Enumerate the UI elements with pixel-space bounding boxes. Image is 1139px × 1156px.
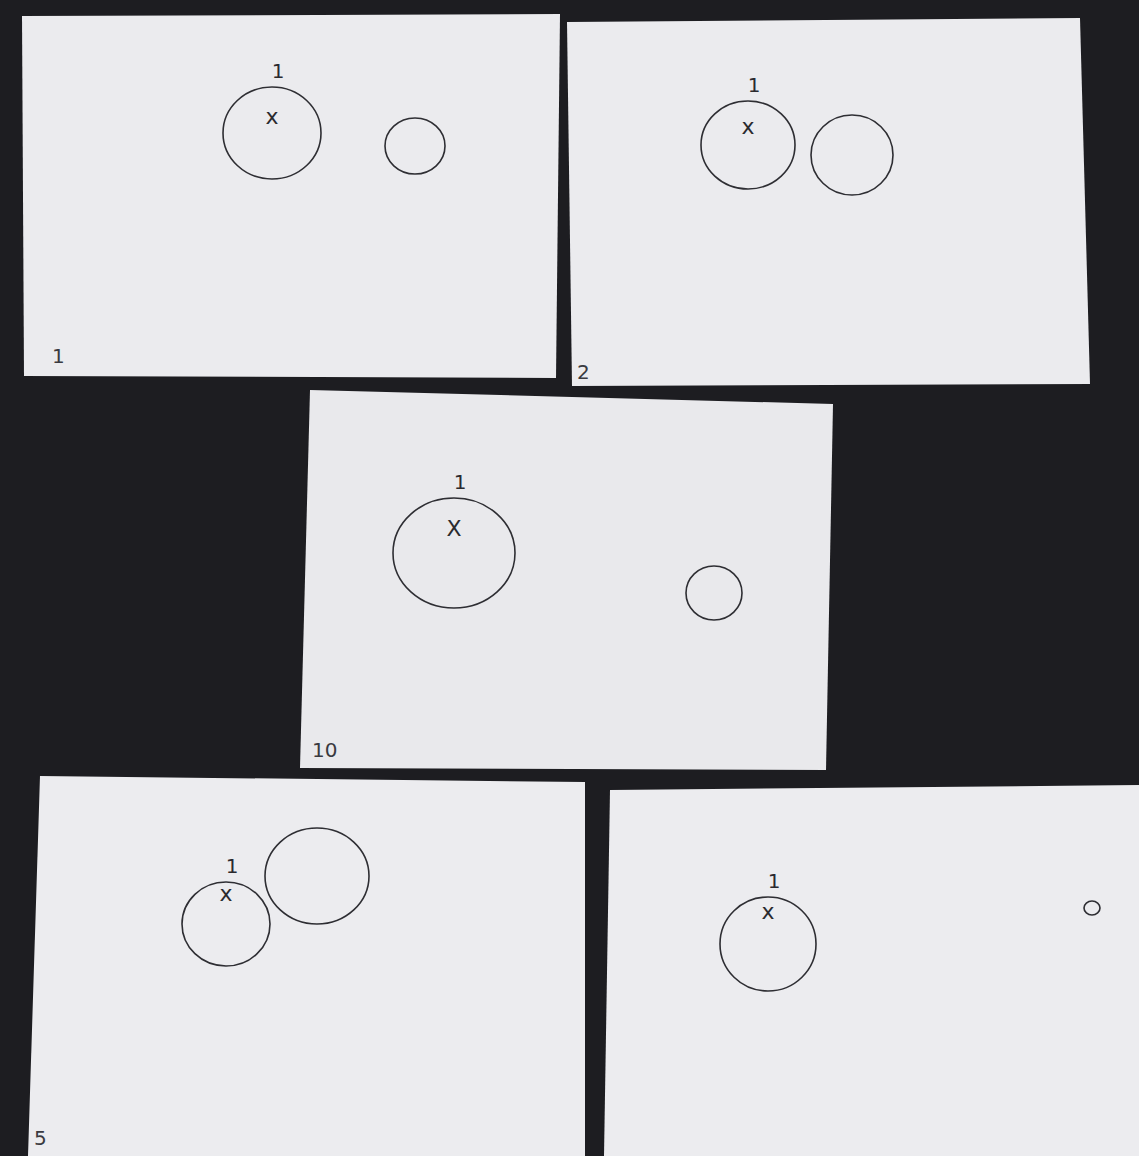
- circle-number: 1: [226, 856, 239, 876]
- circle-number: 1: [748, 75, 761, 95]
- circle-outline: [700, 100, 796, 190]
- paper-sheet: [300, 390, 833, 770]
- circle-line: [720, 897, 816, 991]
- paper-sheet: [604, 785, 1139, 1156]
- circle-line: [701, 101, 795, 189]
- small-circle: [1084, 901, 1100, 915]
- marked-circle: 1X: [392, 497, 516, 609]
- sheet-number: 5: [34, 1128, 47, 1148]
- paper-sheet: [22, 14, 560, 378]
- circle-number: 1: [272, 61, 285, 81]
- marked-circle: 1x: [222, 86, 322, 180]
- circle-outline: [222, 86, 322, 180]
- cross-mark: x: [219, 883, 232, 905]
- paper-sheet: [28, 776, 585, 1156]
- cross-mark: X: [446, 518, 461, 540]
- cross-mark: x: [741, 116, 754, 138]
- circle-line: [182, 882, 270, 966]
- sheet-number: 10: [312, 740, 337, 760]
- circle-number: 1: [454, 472, 467, 492]
- cross-mark: x: [265, 106, 278, 128]
- marked-circle: 1x: [700, 100, 796, 190]
- second-circle: [265, 828, 369, 924]
- circle-line: [393, 498, 515, 608]
- small-circle: [686, 566, 742, 620]
- small-circle: [385, 118, 445, 174]
- marked-circle: 1x: [181, 881, 271, 967]
- circle-outline: [392, 497, 516, 609]
- marked-circle: 1x: [719, 896, 817, 992]
- circle-number: 1: [768, 871, 781, 891]
- sheet-number: 2: [577, 362, 590, 382]
- sheet-number: 1: [52, 346, 65, 366]
- small-circle: [811, 115, 893, 195]
- cross-mark: x: [761, 901, 774, 923]
- circle-line: [223, 87, 321, 179]
- paper-sheet: [567, 18, 1090, 386]
